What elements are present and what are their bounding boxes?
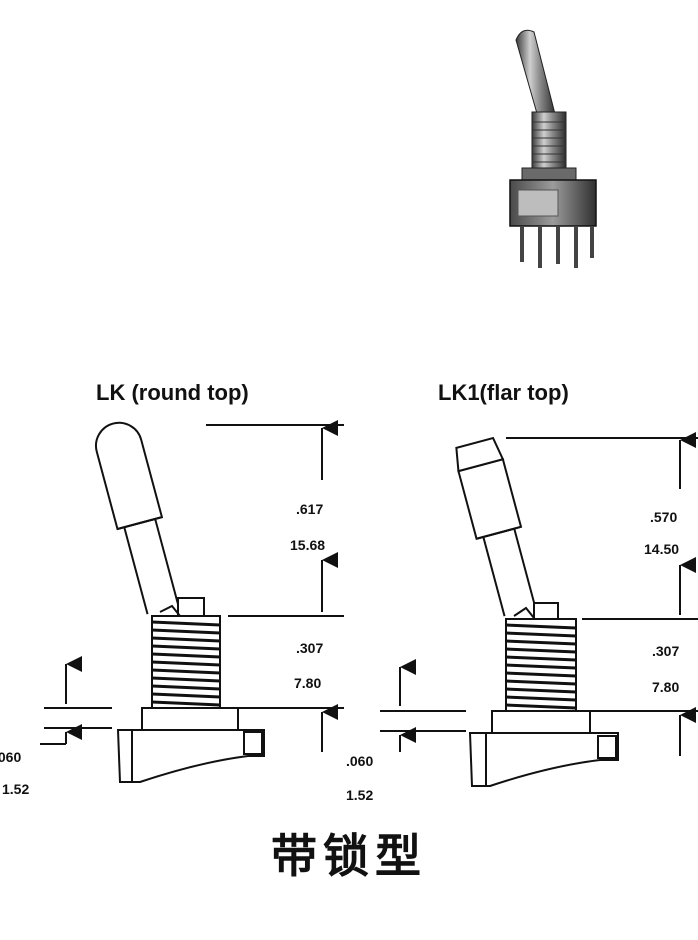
- lk-flange-mm: 1.52: [2, 781, 29, 797]
- lk1-bushing-inch: .307: [652, 643, 679, 659]
- lk1-flat-top-drawing: [380, 432, 698, 787]
- caption-locking-type: 带锁型: [271, 830, 427, 882]
- lk-bushing-mm: 7.80: [294, 675, 321, 691]
- lk-title: LK (round top): [96, 380, 249, 405]
- lk-bushing-inch: .307: [296, 640, 323, 656]
- lk1-lever-inch: .570: [650, 509, 677, 525]
- lk-flange-inch: .060: [0, 749, 21, 765]
- lk-round-top-drawing: [40, 420, 344, 783]
- lk1-bushing-mm: 7.80: [652, 679, 679, 695]
- lk1-title: LK1(flar top): [438, 380, 569, 405]
- lk1-flange-inch: .060: [346, 753, 373, 769]
- lk1-lever-mm: 14.50: [644, 541, 679, 557]
- toggle-switch-photo-icon: [509, 29, 597, 268]
- lk-lever-inch: .617: [296, 501, 323, 517]
- lk-lever-mm: 15.68: [290, 537, 325, 553]
- lk1-flange-mm: 1.52: [346, 787, 373, 803]
